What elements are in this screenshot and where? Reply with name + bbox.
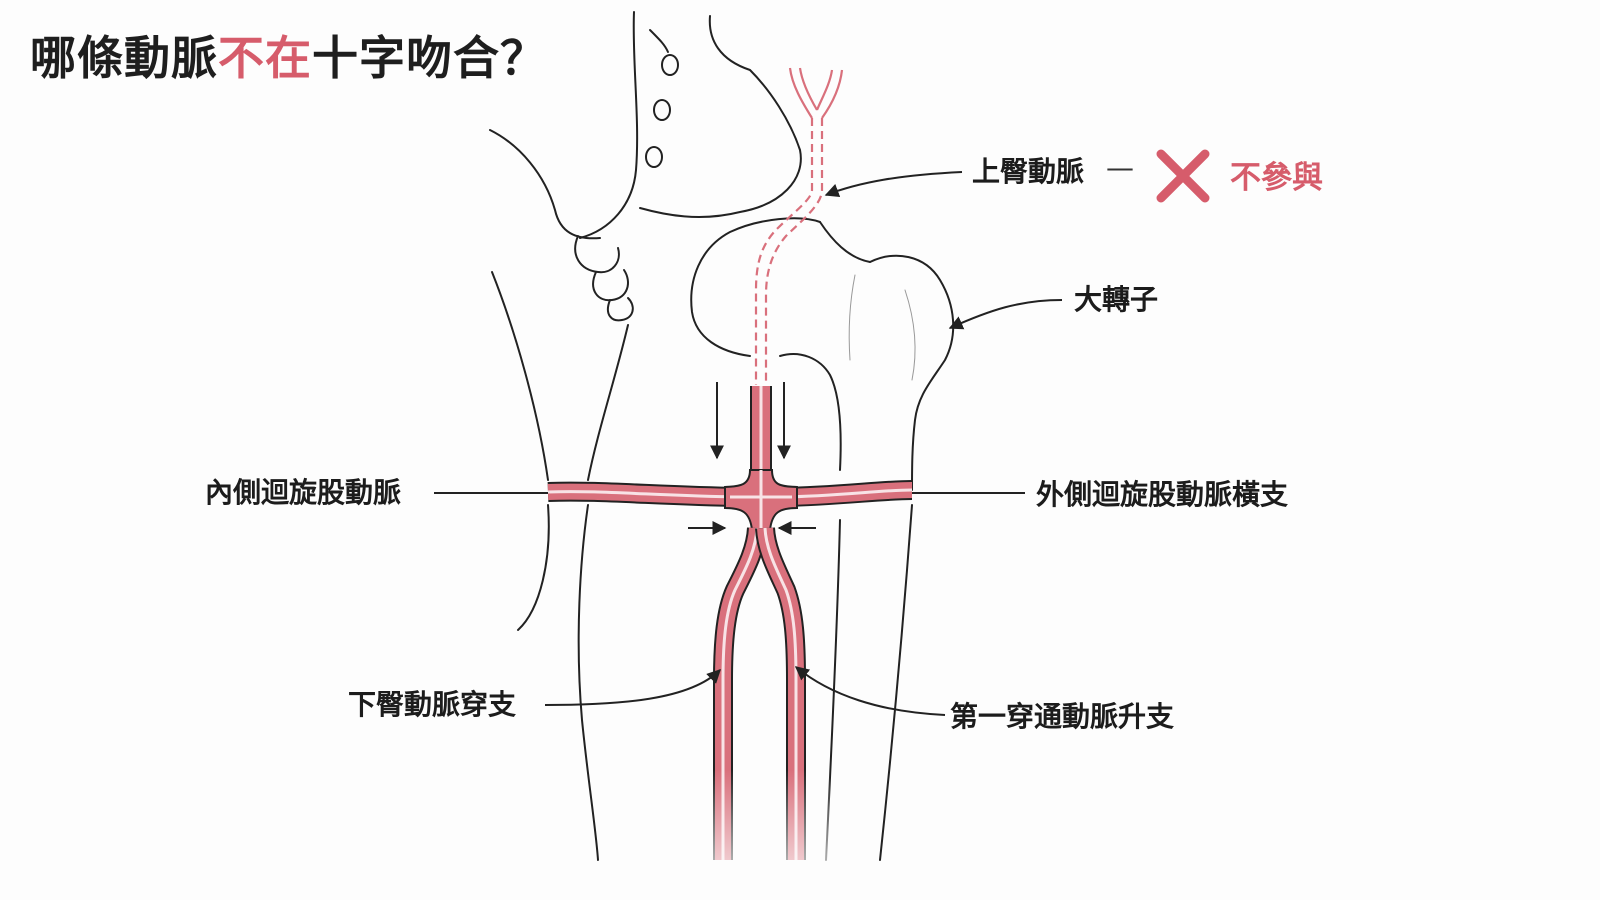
leader-greater-trochanter [948,299,1063,330]
label-greater-trochanter: 大轉子 [1074,283,1159,316]
label-dash: — [1106,151,1134,184]
label-lateral-circumflex-transverse: 外側迴旋股動脈橫支 [1036,478,1289,511]
leader-superior-gluteal [824,171,963,198]
title-suffix: 十字吻合？ [312,31,547,85]
label-inferior-gluteal-branch: 下臀動脈穿支 [348,688,517,721]
label-not-involved: 不參與 [1230,160,1323,196]
title-highlight: 不在 [218,31,312,85]
leader-first-perforating [794,666,946,716]
superior-gluteal-artery [754,67,844,385]
label-medial-circumflex: 內側迴旋股動脈 [205,476,402,509]
title-prefix: 哪條動脈 [30,31,218,85]
femur-outline [690,217,955,861]
thigh-outline [491,271,629,861]
cross-icon [1156,149,1210,203]
label-first-perforating-ascending: 第一穿通動脈升支 [950,700,1175,733]
cruciate-anastomosis [547,386,913,870]
pelvis-outline [489,11,802,322]
leader-lines [434,171,1063,716]
question-title: 哪條動脈不在十字吻合？ [30,22,547,88]
flow-arrows [688,382,816,535]
leader-inferior-gluteal [544,669,721,706]
label-superior-gluteal: 上臀動脈 [972,155,1085,188]
